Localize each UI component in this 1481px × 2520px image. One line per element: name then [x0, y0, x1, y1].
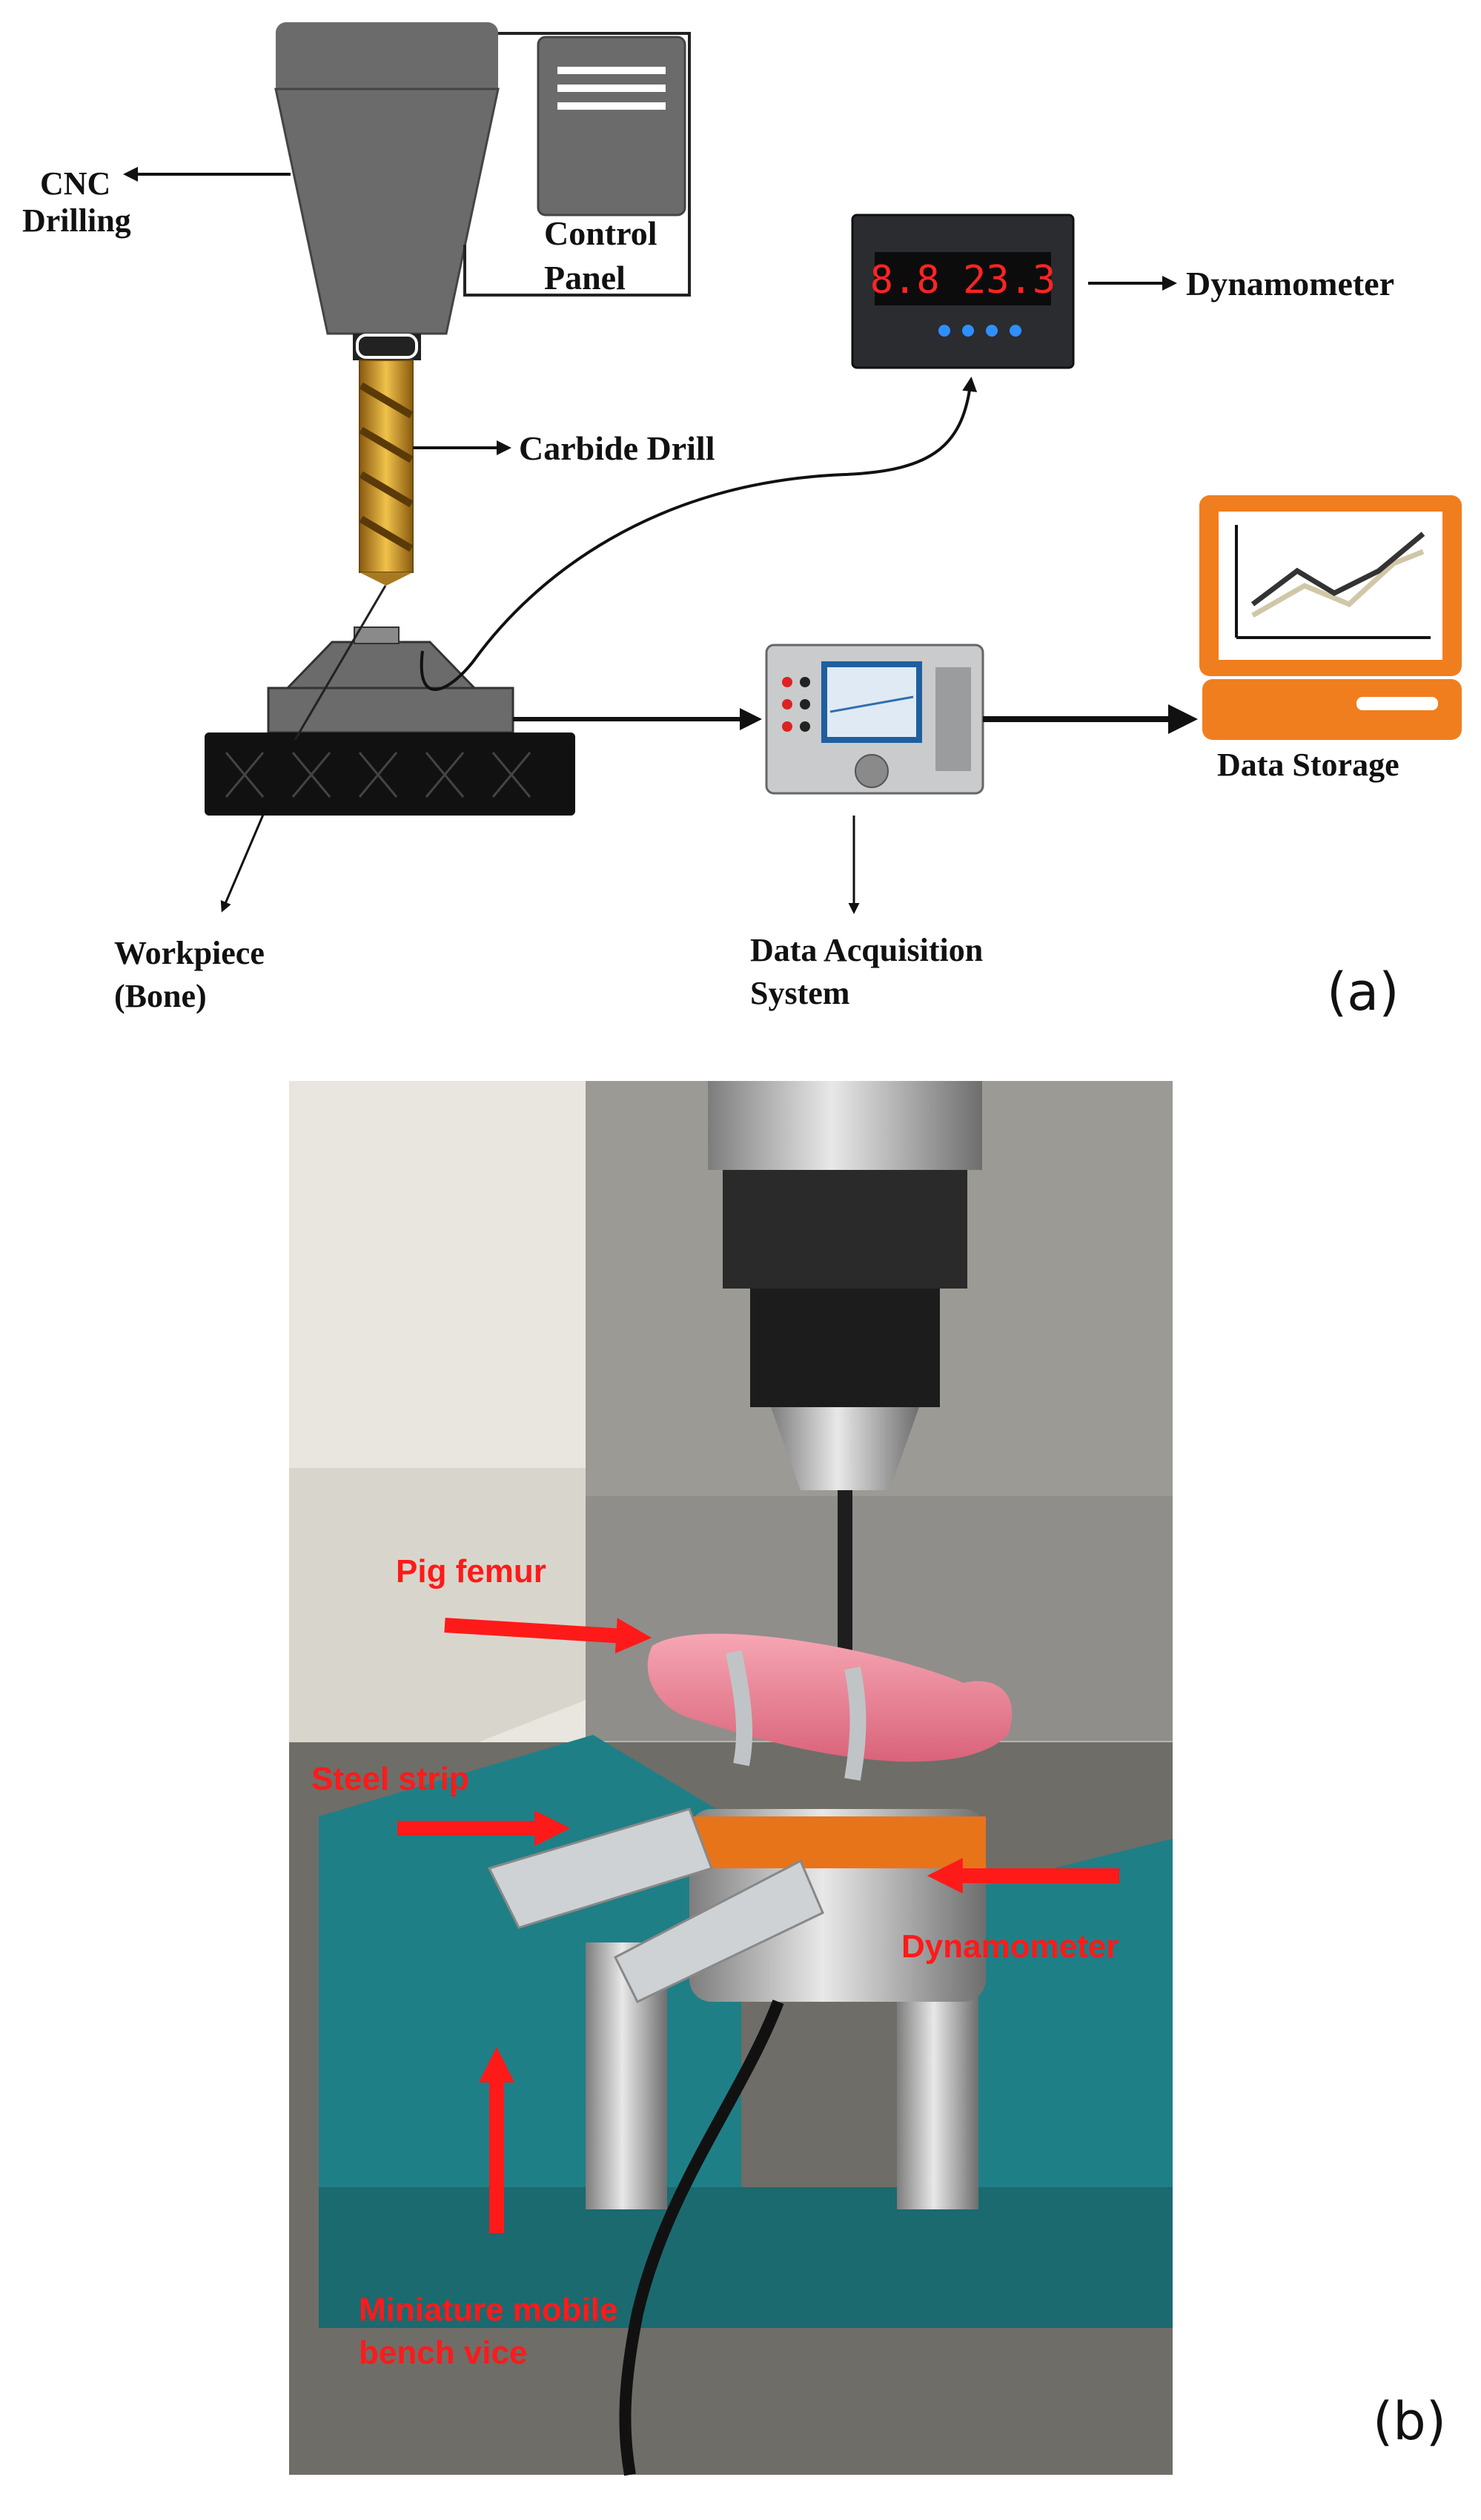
control-panel-icon: [463, 32, 691, 297]
panel-a-letter: (a): [1327, 962, 1399, 1022]
dynamometer-display-icon: 8.8 23.3: [851, 214, 1075, 369]
dynamometer-label-a: Dynamometer: [1186, 265, 1394, 302]
carbide-drill-label: Carbide Drill: [519, 429, 715, 467]
experimental-setup-photo: [289, 1081, 1173, 2476]
data-storage-computer-icon: [1199, 495, 1462, 740]
steel-strip-label: Steel strip: [311, 1761, 469, 1797]
workpiece-fixture-icon: [205, 585, 575, 816]
arrow-workpiece-label: [220, 739, 296, 913]
panel-a: 8.8 23.3: [22, 22, 1462, 1022]
dynamometer-readout: 8.8 23.3: [870, 258, 1056, 302]
data-acquisition-device-icon: [765, 644, 984, 795]
sensor-cable: [420, 377, 978, 691]
workpiece-label: Workpiece(Bone): [114, 935, 265, 1014]
carbide-drill-icon: [359, 360, 414, 586]
panel-b: Pig femur Steel strip Dynamometer Miniat…: [289, 1081, 1446, 2476]
panel-b-letter: (b): [1373, 2391, 1446, 2452]
pig-femur-arrow: [444, 1618, 652, 1654]
data-storage-label: Data Storage: [1217, 747, 1399, 783]
pig-femur-label: Pig femur: [396, 1553, 546, 1590]
dynamometer-label-b: Dynamometer: [901, 1928, 1119, 1965]
cnc-machine-icon: [274, 22, 500, 360]
